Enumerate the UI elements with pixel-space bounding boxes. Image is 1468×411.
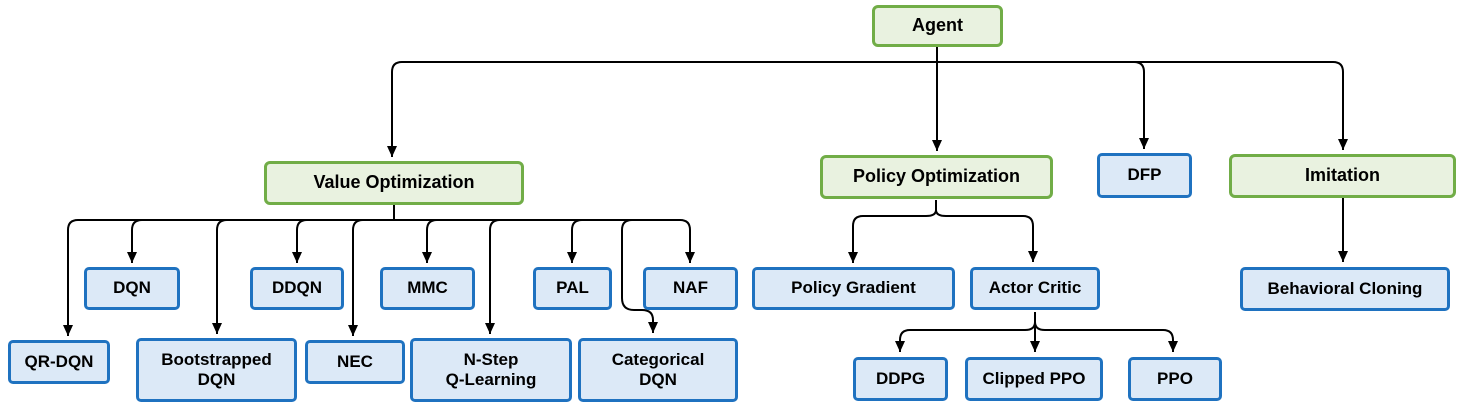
connector-value-optimization-to-mmc [422,219,438,263]
connector-value-optimization-to-naf [394,219,695,263]
connector-actor-critic-to-ddpg [895,321,1036,352]
node-dfp: DFP [1097,153,1192,198]
node-label: Agent [912,15,963,36]
connector-actor-critic-to-ppo [1034,321,1178,352]
node-label: QR-DQN [24,351,94,371]
node-label: NEC [337,351,373,371]
connector-agent-to-dfp [937,61,1149,149]
node-actor-critic: Actor Critic [970,267,1100,310]
connector-agent-to-imitation [937,61,1348,150]
node-label: Imitation [1305,165,1380,186]
connector-value-optimization-to-n-step-q-learning [485,219,501,334]
node-label: MMC [407,278,448,298]
node-policy-optimization: Policy Optimization [820,155,1053,199]
node-label: Actor Critic [988,278,1082,298]
node-pal: PAL [533,267,612,310]
node-clipped-ppo: Clipped PPO [965,357,1103,401]
node-label: Value Optimization [313,172,475,193]
node-label: DDPG [875,368,926,388]
connector-policy-optimization-to-actor-critic [935,209,1038,262]
node-label: DFP [1127,165,1162,185]
node-policy-gradient: Policy Gradient [752,267,955,310]
connector-value-optimization-to-categorical-dqn [621,219,658,333]
connector-value-optimization-to-nec [348,219,364,336]
node-label: NAF [673,278,708,298]
connector-value-optimization-to-qr-dqn [63,219,394,336]
node-ddpg: DDPG [853,357,948,401]
connector-value-optimization-to-ddqn [292,219,308,263]
connector-agent-to-value-optimization [387,61,937,157]
node-nec: NEC [305,340,405,384]
node-label: PPO [1157,368,1193,388]
node-ddqn: DDQN [250,267,344,310]
node-label: Behavioral Cloning [1267,278,1423,298]
node-mmc: MMC [380,267,475,310]
node-label: Clipped PPO [982,368,1086,388]
node-dqn: DQN [84,267,180,310]
node-label: DQN [113,278,151,298]
node-value-optimization: Value Optimization [264,161,524,205]
node-label: DDQN [271,278,323,298]
connector-value-optimization-to-pal [567,219,583,263]
node-qr-dqn: QR-DQN [8,340,110,384]
node-label: Policy Optimization [852,166,1021,187]
connector-policy-optimization-to-policy-gradient [848,209,937,263]
node-imitation: Imitation [1229,154,1456,198]
node-agent: Agent [872,5,1003,47]
node-label: PAL [556,278,589,298]
node-label: Policy Gradient [791,278,916,298]
connector-value-optimization-to-dqn [127,219,143,263]
node-behavioral-cloning: Behavioral Cloning [1240,267,1450,311]
connector-value-optimization-to-bootstrapped-dqn [212,219,228,334]
node-ppo: PPO [1128,357,1222,401]
node-naf: NAF [643,267,738,310]
